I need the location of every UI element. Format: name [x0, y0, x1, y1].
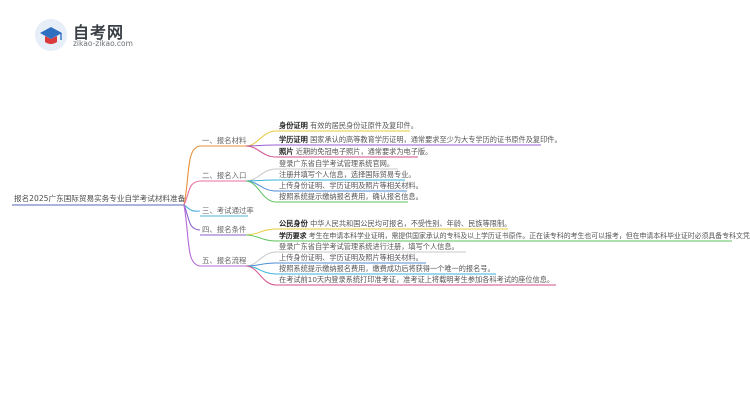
connector-branch-5 — [183, 204, 201, 267]
connector-b4-leaf-2 — [245, 234, 277, 242]
logo-title: 自考网 — [73, 23, 125, 42]
connector-b2-leaf-4 — [245, 180, 277, 203]
branch-label-entrance: 二、报名入口 — [202, 171, 247, 180]
leaf-text: 考生在申请本科学业证明，需提供国家承认的专科及以上学历证书原件。正在读专科的考生… — [308, 232, 750, 240]
branch-label-process: 五、报名流程 — [202, 256, 247, 265]
leaf-photo: 照片 近期的免冠电子照片，通常要求为电子版。 — [279, 147, 432, 157]
leaf-key: 照片 — [279, 147, 294, 156]
connector-b5-leaf-2 — [245, 262, 277, 267]
leaf-text: 有效的居民身份证原件及复印件。 — [310, 121, 418, 130]
leaf-process-admission-ticket: 在考试前10天内登录系统打印准考证，准考证上将载明考生参加各科考试的座位信息。 — [279, 275, 555, 284]
leaf-process-register: 登录广东省自学考试管理系统进行注册，填写个人信息。 — [279, 242, 459, 251]
leaf-key: 公民身份 — [279, 219, 308, 228]
leaf-key: 学历证明 — [279, 135, 308, 144]
leaf-pay-fee: 按照系统提示缴纳报名费用，确认报名信息。 — [279, 192, 423, 201]
connector-branch-2 — [183, 180, 201, 206]
root-node: 报名2025广东国际贸易实务专业自学考试材料准备 — [14, 194, 186, 203]
branch-label-materials: 一、报名材料 — [202, 136, 247, 145]
leaf-citizenship: 公民身份 中华人民共和国公民均可报名，不受性别、年龄、民族等限制。 — [279, 219, 511, 229]
leaf-text: 国家承认的高等教育学历证明，通常要求至少为大专学历的证书原件及复印件。 — [310, 135, 562, 144]
branch-label-pass-rate: 三、考试通过率 — [202, 206, 254, 215]
leaf-text: 中华人民共和国公民均可报名，不受性别、年龄、民族等限制。 — [310, 219, 512, 228]
logo-subtitle: zikao-zikao.com — [73, 39, 133, 48]
leaf-process-upload: 上传身份证明、学历证明及照片等相关材料。 — [279, 253, 423, 262]
leaf-education-proof: 学历证明 国家承认的高等教育学历证明，通常要求至少为大专学历的证书原件及复印件。 — [279, 135, 562, 145]
connector-b1-leaf-3 — [245, 145, 277, 158]
leaf-process-pay: 按照系统提示缴纳报名费用，缴费成功后将获得一个唯一的报名号。 — [279, 264, 495, 273]
branch-label-conditions: 四、报名条件 — [202, 225, 247, 234]
connector-b4-leaf-1 — [245, 228, 277, 236]
connector-branch-1 — [183, 145, 201, 206]
leaf-education-requirement: 学历要求 考生在申请本科学业证明，需提供国家承认的专科及以上学历证书原件。正在读… — [279, 231, 750, 241]
leaf-identity-proof: 身份证明 有效的居民身份证原件及复印件。 — [279, 121, 418, 131]
site-logo[interactable]: 自考网 zikao-zikao.com — [34, 18, 144, 52]
leaf-login-site: 登录广东省自学考试管理系统官网。 — [279, 159, 395, 168]
connector-branch-4 — [183, 204, 201, 231]
leaf-register: 注册并填写个人信息，选择国际贸易专业。 — [279, 170, 416, 179]
graduation-cap-icon — [35, 19, 67, 51]
connector-b1-leaf-1 — [245, 130, 277, 147]
connector-b2-leaf-1 — [245, 168, 277, 182]
leaf-text: 近期的免冠电子照片，通常要求为电子版。 — [295, 147, 433, 156]
connector-branch-3 — [183, 204, 201, 212]
leaf-key: 身份证明 — [279, 121, 308, 130]
leaf-key: 学历要求 — [279, 232, 307, 240]
connector-b5-leaf-4 — [245, 265, 277, 286]
leaf-upload: 上传身份证明、学历证明及照片等相关材料。 — [279, 181, 423, 190]
